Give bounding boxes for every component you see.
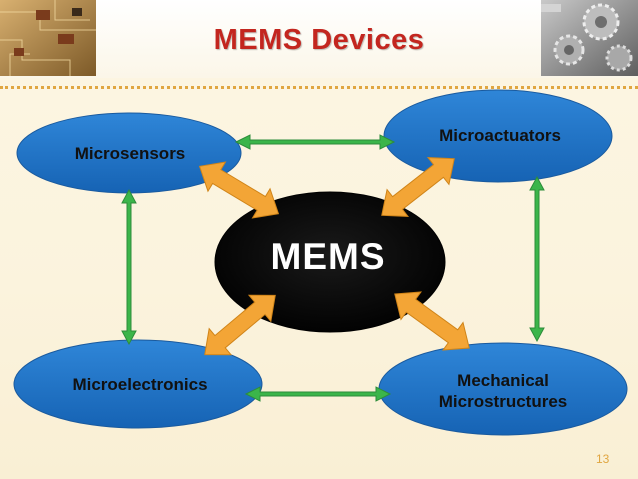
header-band bbox=[0, 0, 638, 78]
orange-arrow-bottom-right bbox=[394, 291, 470, 351]
orange-arrow-top-left bbox=[198, 161, 280, 219]
node-microelectronics-label: Microelectronics bbox=[72, 375, 208, 394]
node-microactuators-label: Microactuators bbox=[439, 126, 561, 145]
micro-gears-image bbox=[541, 0, 638, 76]
page-number: 13 bbox=[596, 452, 610, 466]
node-mechanical-label-line2: Microstructures bbox=[438, 392, 568, 411]
green-arrow-bottom bbox=[244, 386, 392, 402]
green-arrow-left bbox=[121, 188, 137, 346]
orange-arrow-bottom-left bbox=[204, 294, 276, 356]
title-divider bbox=[0, 86, 638, 89]
orange-arrow-top-right bbox=[381, 157, 455, 217]
green-arrow-right bbox=[529, 175, 545, 343]
circuit-board-image bbox=[0, 0, 96, 76]
node-mechanical-microstructures-label: Mechanical Microstructures bbox=[403, 370, 603, 412]
node-microsensors-label: Microsensors bbox=[74, 144, 186, 163]
green-arrow-top bbox=[234, 134, 396, 150]
node-mems-center-label: MEMS bbox=[270, 236, 386, 277]
slide-title: MEMS Devices bbox=[213, 24, 425, 56]
node-microelectronics-ellipse bbox=[13, 339, 263, 429]
node-mechanical-label-line1: Mechanical bbox=[457, 371, 549, 390]
